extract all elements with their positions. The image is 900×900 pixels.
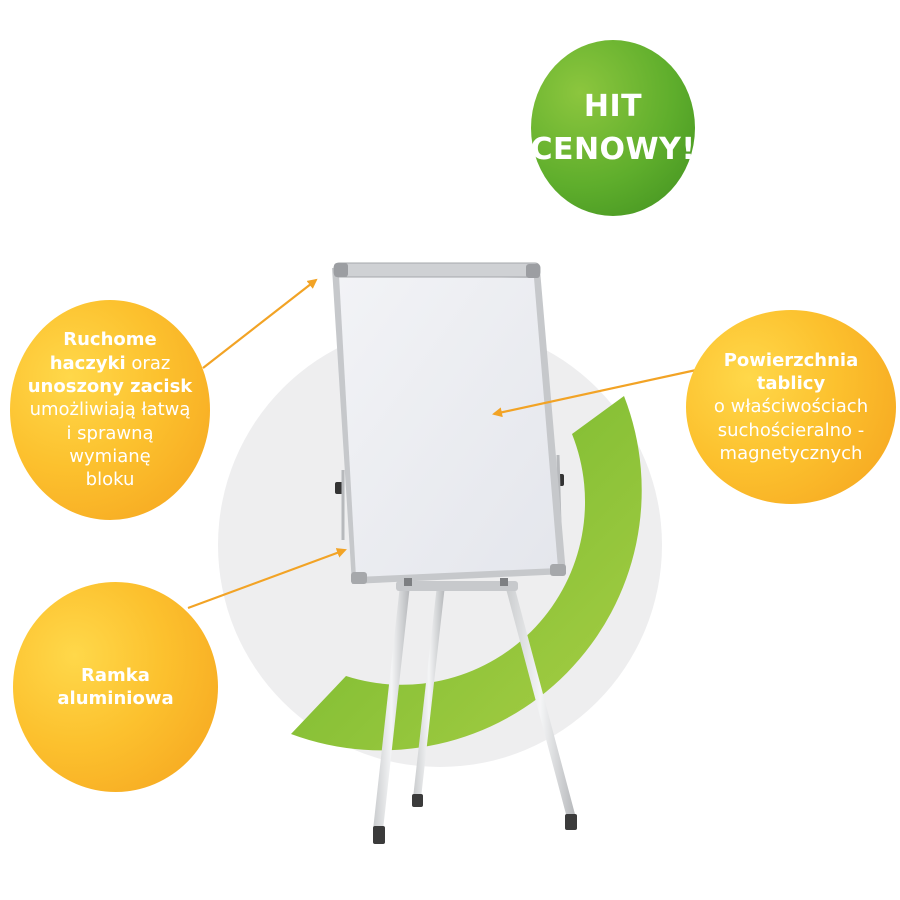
- callout-hooks-line-7: bloku: [85, 469, 135, 491]
- arrow-surface: [492, 365, 711, 418]
- callout-surface-bold-1: Powierzchnia: [723, 349, 859, 371]
- callout-surface-line-1: Powierzchnia: [724, 349, 859, 372]
- callout-hooks-line-1: Ruchome: [63, 328, 157, 351]
- arrow-hooks: [202, 278, 318, 369]
- whiteboard: [332, 262, 566, 586]
- callout-hooks-text-1: oraz: [131, 352, 171, 374]
- callout-surface-line-4: suchościeralno -: [717, 419, 865, 441]
- callout-hooks-line-4: umożliwiają łatwą: [29, 399, 191, 421]
- price-hit-badge: HIT CENOWY!: [530, 40, 696, 216]
- callout-hooks: Ruchome haczyki oraz unoszony zacisk umo…: [10, 300, 210, 520]
- callout-hooks-line-6: wymianę: [69, 446, 151, 468]
- easel-legs: [373, 581, 577, 844]
- callout-frame-bold-2: aluminiowa: [57, 688, 174, 709]
- callout-frame-line-1: Ramka: [81, 664, 150, 687]
- callout-hooks-bold-3: unoszony zacisk: [27, 375, 193, 397]
- callout-surface-line-2: tablicy: [757, 372, 825, 395]
- callout-frame-line-2: aluminiowa: [57, 687, 173, 710]
- callout-arrows: [187, 278, 711, 610]
- callout-surface-bold-2: tablicy: [756, 372, 826, 394]
- arrow-frame: [187, 548, 347, 610]
- badge-line-2: CENOWY!: [530, 132, 696, 167]
- callout-hooks-bold-2: haczyki: [49, 352, 126, 374]
- callout-hooks-line-5: i sprawną: [66, 422, 154, 444]
- callout-surface-line-5: magnetycznych: [719, 443, 863, 465]
- callout-hooks-line-2: haczyki oraz: [50, 352, 171, 375]
- callout-surface-line-3: o właściwościach: [713, 396, 869, 418]
- callout-hooks-bold-1: Ruchome: [63, 329, 157, 351]
- green-ring-arc: [291, 396, 642, 751]
- callout-frame: Ramka aluminiowa: [13, 582, 218, 792]
- callout-frame-bold-1: Ramka: [81, 664, 150, 686]
- badge-line-1: HIT: [583, 88, 643, 124]
- callout-surface: Powierzchnia tablicy o właściwościach su…: [686, 310, 896, 504]
- callout-hooks-line-3: unoszony zacisk: [28, 375, 193, 398]
- top-clamp-bar: [333, 262, 541, 278]
